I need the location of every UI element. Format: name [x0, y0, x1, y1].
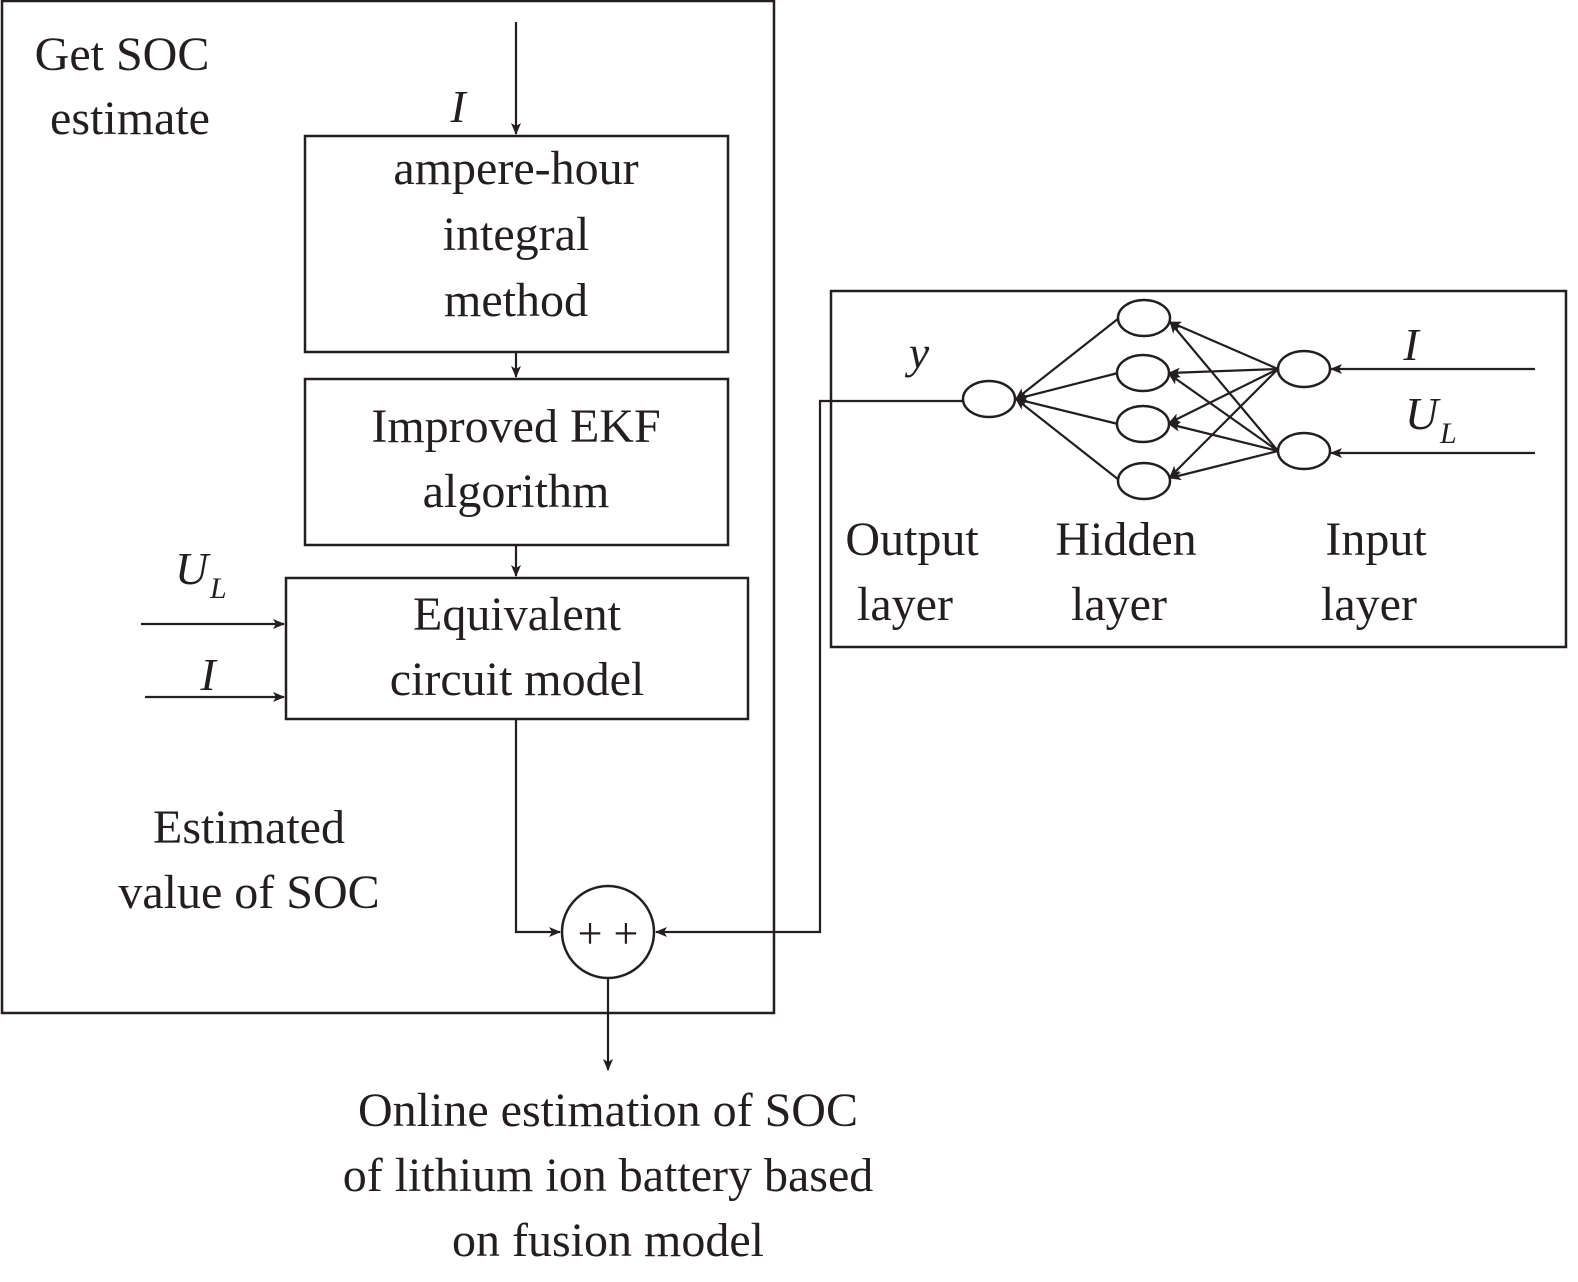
output-layer-label-line1: Output — [845, 513, 979, 566]
hidden-layer-label-line2: layer — [1071, 578, 1167, 631]
ekf-line2: algorithm — [423, 465, 610, 518]
panel-title-line1: Get SOC — [35, 28, 210, 81]
edge-input-to-hidden — [1168, 367, 1279, 378]
nn-current-symbol: I — [1402, 319, 1421, 370]
output-layer-label-line2: layer — [857, 578, 953, 631]
neural-network-panel — [829, 289, 1568, 649]
result-label-line1: Online estimation of SOC — [358, 1084, 858, 1137]
nn-output-to-fusion-line — [655, 399, 963, 937]
ecm-voltage-subscript: L — [209, 572, 227, 605]
hidden-neuron — [1116, 298, 1172, 338]
input-neuron — [1276, 349, 1332, 389]
input-neuron — [1276, 431, 1332, 471]
edge-input-to-hidden — [1169, 449, 1279, 481]
edge-hidden-to-output — [1015, 396, 1119, 426]
ecm-to-fusion-line — [514, 719, 561, 937]
hidden-neuron — [1116, 461, 1172, 501]
ampere-hour-line1: ampere-hour — [393, 142, 638, 195]
estimated-label-line2: value of SOC — [118, 866, 379, 919]
ecm-voltage-symbol: U — [175, 543, 211, 594]
top-current-symbol: I — [449, 81, 468, 132]
result-label-line3: on fusion model — [452, 1214, 764, 1267]
ecm-line2: circuit model — [390, 653, 645, 706]
edge-input-to-hidden — [1168, 421, 1279, 453]
result-label-line2: of lithium ion battery based — [343, 1149, 874, 1202]
edge-input-to-hidden — [1169, 321, 1279, 452]
input-layer-label-line1: Input — [1325, 513, 1427, 566]
hidden-layer-label-line1: Hidden — [1055, 513, 1196, 566]
ampere-hour-line3: method — [444, 274, 588, 327]
edge-hidden-to-output — [1015, 398, 1120, 481]
ekf-line1: Improved EKF — [371, 400, 660, 453]
estimated-label-line1: Estimated — [153, 801, 345, 854]
ampere-hour-line2: integral — [443, 208, 590, 261]
edge-hidden-to-output — [1015, 317, 1120, 400]
ecm-current-symbol: I — [199, 649, 218, 700]
panel-title-line2: estimate — [50, 92, 210, 145]
edge-input-to-hidden — [1169, 320, 1279, 371]
fusion-plus-signs: + + — [578, 909, 639, 958]
edge-input-to-hidden — [1169, 368, 1279, 478]
nn-voltage-subscript: L — [1439, 417, 1457, 450]
edge-input-to-hidden — [1168, 373, 1279, 452]
hidden-neuron — [1115, 353, 1171, 393]
nn-voltage-symbol: U — [1405, 388, 1441, 439]
input-layer-label-line2: layer — [1321, 578, 1417, 631]
hidden-neuron — [1115, 404, 1171, 444]
edge-hidden-to-output — [1015, 371, 1119, 402]
ecm-line1: Equivalent — [413, 588, 622, 641]
edge-input-to-hidden — [1168, 368, 1279, 424]
nn-output-symbol: y — [905, 327, 930, 378]
output-neuron — [961, 379, 1017, 419]
soc-estimate-panel — [0, 0, 776, 1015]
